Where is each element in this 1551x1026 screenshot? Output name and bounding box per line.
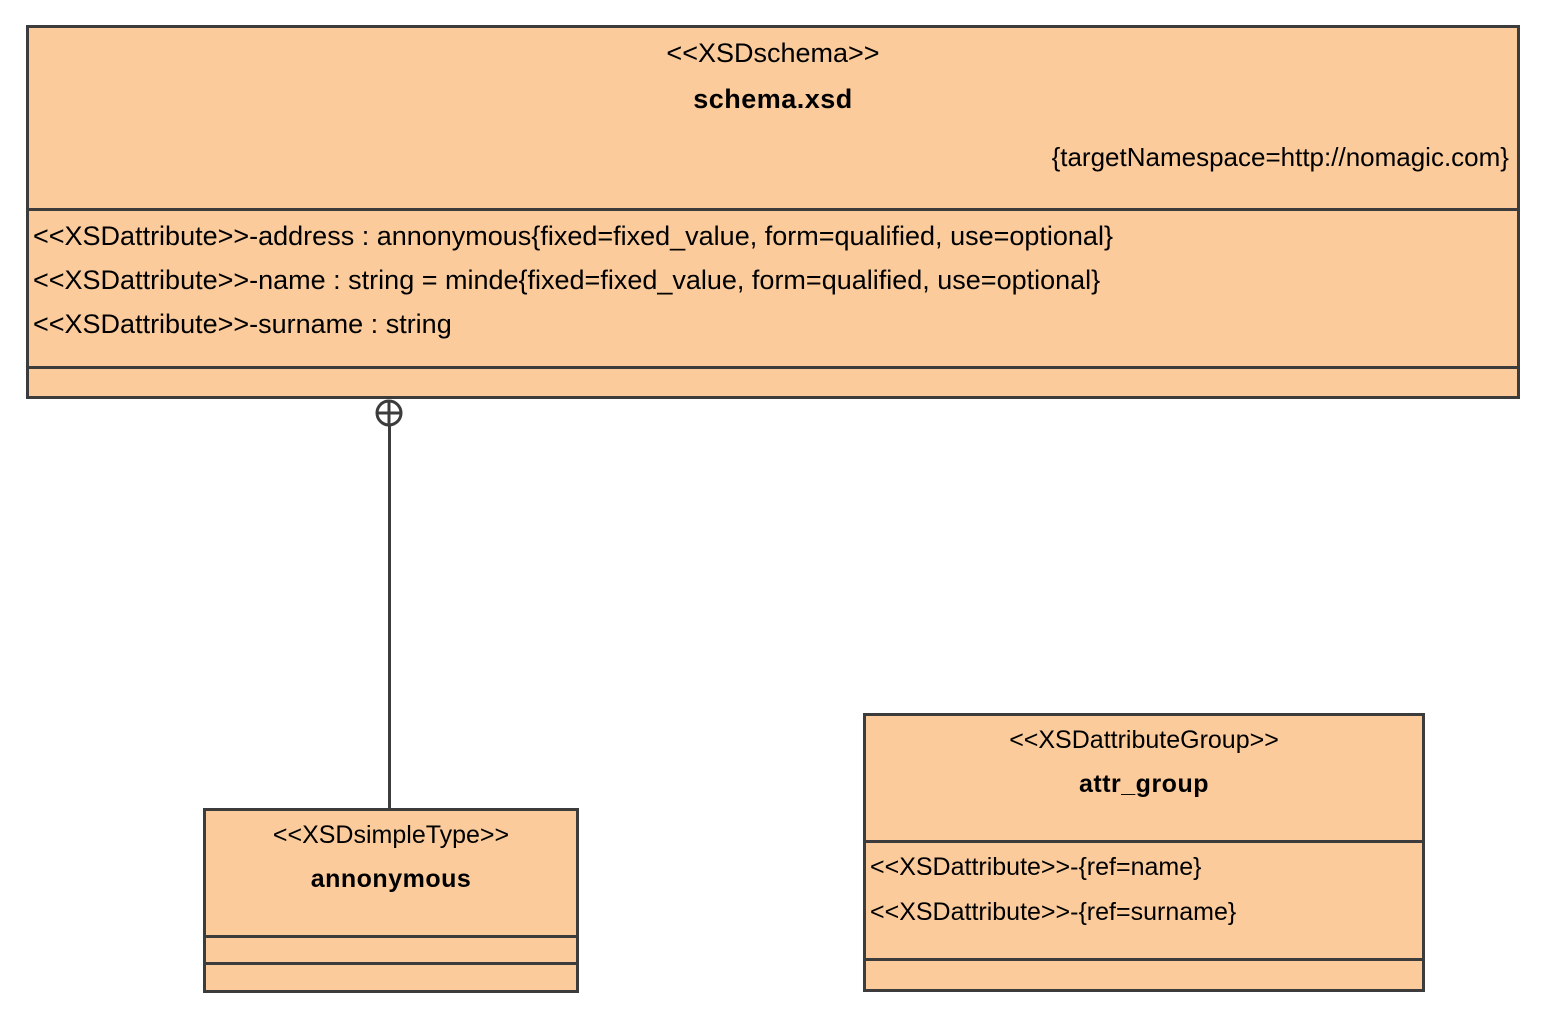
attribute-row[interactable]: <<XSDattribute>>-address : annonymous{fi… <box>33 221 1113 251</box>
class-attributes-compartment <box>206 935 576 962</box>
class-tagged-values: {targetNamespace=http://nomagic.com} <box>1051 142 1509 172</box>
class-name-compartment: <<XSDschema>> schema.xsd {targetNamespac… <box>29 28 1517 208</box>
uml-class-annonymous[interactable]: <<XSDsimpleType>> annonymous <box>203 808 579 993</box>
attribute-row[interactable]: <<XSDattribute>>-name : string = minde{f… <box>33 265 1101 295</box>
class-attributes-compartment: <<XSDattribute>>-address : annonymous{fi… <box>29 208 1517 366</box>
class-stereotype: <<XSDsimpleType>> <box>272 821 510 849</box>
class-attributes-compartment: <<XSDattribute>>-{ref=name} <<XSDattribu… <box>866 840 1422 958</box>
attribute-row[interactable]: <<XSDattribute>>-surname : string <box>33 309 452 339</box>
class-stereotype: <<XSDschema>> <box>666 38 880 68</box>
uml-class-schema-xsd[interactable]: <<XSDschema>> schema.xsd {targetNamespac… <box>26 25 1520 399</box>
class-name-compartment: <<XSDsimpleType>> annonymous <box>206 811 576 935</box>
class-stereotype: <<XSDattributeGroup>> <box>1009 726 1279 754</box>
class-name: attr_group <box>1079 770 1209 798</box>
attribute-row[interactable]: <<XSDattribute>>-{ref=surname} <box>870 898 1237 926</box>
page-title: schema.xsd <box>693 84 853 114</box>
containment-link-line[interactable] <box>388 424 391 810</box>
class-operations-compartment <box>206 962 576 990</box>
class-name-compartment: <<XSDattributeGroup>> attr_group <box>866 716 1422 840</box>
class-name: annonymous <box>310 865 472 893</box>
class-operations-compartment <box>29 366 1517 393</box>
attribute-row[interactable]: <<XSDattribute>>-{ref=name} <box>870 853 1202 881</box>
uml-class-attr-group[interactable]: <<XSDattributeGroup>> attr_group <<XSDat… <box>863 713 1425 992</box>
class-operations-compartment <box>866 958 1422 987</box>
